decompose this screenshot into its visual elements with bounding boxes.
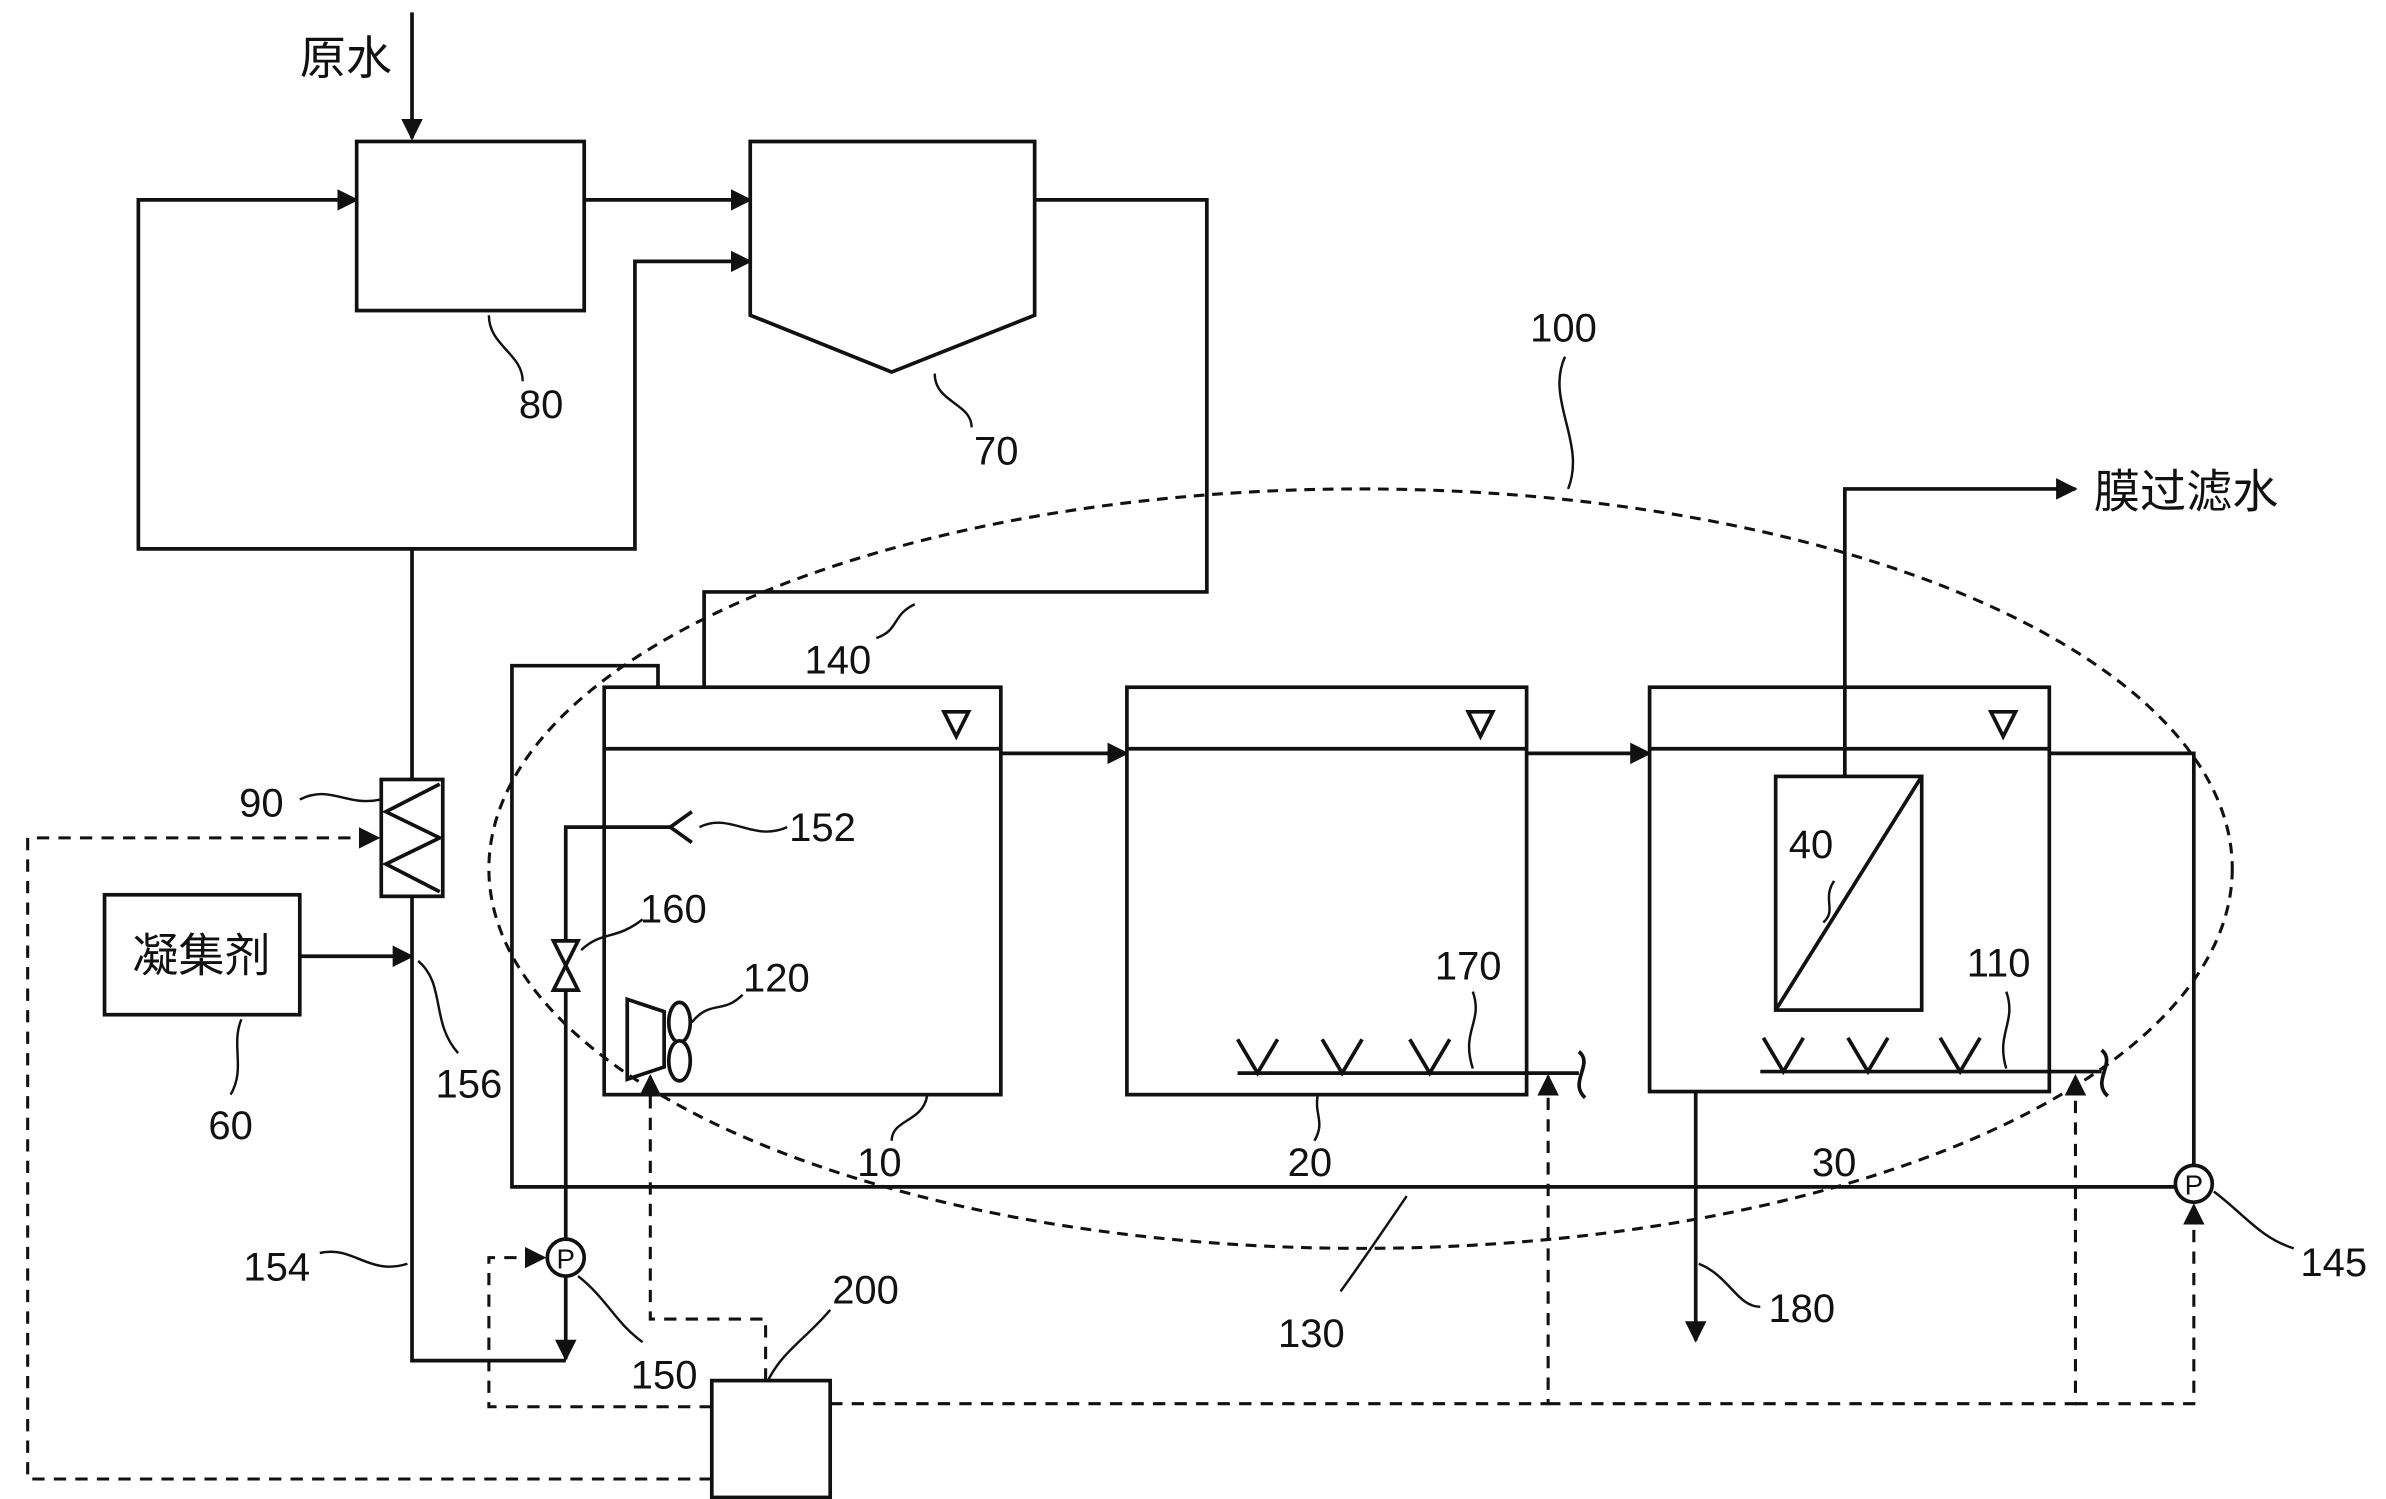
numeral-70: 70 (974, 429, 1018, 473)
tank-10-level-marker (940, 709, 972, 741)
line-30-to-145 (2049, 751, 2196, 1166)
leader-40 (1822, 880, 1836, 924)
numeral-60: 60 (208, 1104, 252, 1148)
leader-100 (1558, 356, 1575, 490)
numeral-180: 180 (1768, 1287, 1835, 1331)
diffuser-170-nozzles (1235, 1038, 1452, 1077)
numeral-152: 152 (789, 806, 856, 850)
leader-140 (875, 603, 916, 640)
diffuser-170-break (1577, 1050, 1587, 1100)
leader-156 (417, 959, 460, 1054)
leader-152 (698, 821, 788, 833)
membrane-filtrate-label: 膜过滤水 (2094, 464, 2278, 518)
pump-150 (545, 1237, 587, 1278)
unit-70-tank (748, 139, 1037, 375)
leader-154 (319, 1250, 408, 1268)
numeral-100: 100 (1530, 306, 1597, 350)
numeral-200: 200 (832, 1269, 899, 1313)
mixer-120-motor (625, 996, 666, 1082)
leader-150 (577, 1275, 644, 1344)
loop-to-80 (136, 189, 413, 551)
numeral-80: 80 (519, 383, 563, 427)
membrane-40-diagonal (1774, 775, 1924, 1012)
unit-80-box (354, 139, 587, 313)
mixer-120-blade-bottom (666, 1038, 693, 1083)
numeral-140: 140 (805, 638, 872, 682)
tank-20-level-marker (1465, 709, 1496, 741)
leader-10 (890, 1095, 929, 1141)
leader-170 (1467, 991, 1477, 1069)
valve-160-bottom (550, 961, 582, 992)
leader-20 (1313, 1095, 1321, 1142)
numeral-40: 40 (1789, 823, 1833, 867)
numeral-160: 160 (640, 887, 707, 931)
valve-160-top (550, 939, 582, 970)
numeral-30: 30 (1812, 1141, 1856, 1185)
line-154-lower (410, 896, 566, 1363)
leader-160 (580, 918, 644, 952)
pump-145-symbol: P (2185, 1170, 2203, 1201)
tank-30-level-marker (1987, 709, 2019, 741)
raw-water-label: 原水 (300, 31, 392, 85)
line-140 (693, 198, 1209, 728)
line-152-upper (563, 825, 671, 941)
signal-to-mixer-120 (639, 1074, 768, 1381)
leader-80 (487, 315, 524, 382)
valve-90-symbol (381, 782, 444, 894)
leader-130 (1339, 1195, 1408, 1293)
leader-90 (299, 792, 382, 803)
numeral-150: 150 (631, 1353, 698, 1397)
tank-20 (1125, 685, 1529, 1097)
diffuser-110-break (2100, 1048, 2110, 1098)
loop-to-70 (412, 250, 753, 551)
membrane-filtrate-line (1843, 478, 2078, 777)
numeral-130: 130 (1278, 1312, 1345, 1356)
numeral-156: 156 (436, 1063, 503, 1107)
numeral-90: 90 (239, 781, 283, 825)
leader-145 (2213, 1190, 2295, 1250)
diffuser-110-nozzles (1761, 1036, 1982, 1076)
signal-to-pump-150 (487, 1246, 712, 1409)
coagulant-label: 凝集剂 (132, 929, 270, 983)
signal-to-diffuser-110 (1548, 1074, 2087, 1406)
leader-120 (690, 993, 744, 1024)
controller-200 (709, 1378, 833, 1499)
signal-to-pump-145 (2075, 1203, 2205, 1406)
numeral-110: 110 (1967, 941, 2031, 985)
system-boundary-100 (487, 487, 2234, 1250)
numeral-20: 20 (1288, 1141, 1332, 1185)
numeral-145: 145 (2300, 1241, 2367, 1285)
numeral-170: 170 (1435, 944, 1502, 988)
pump-145 (2173, 1163, 2215, 1205)
leader-200 (767, 1309, 832, 1380)
signal-to-diffuser-170 (830, 1074, 1559, 1406)
leader-180 (1698, 1262, 1761, 1309)
mixer-120-blade-top (666, 1000, 693, 1045)
leader-70 (933, 373, 973, 428)
numeral-154: 154 (243, 1246, 310, 1290)
pump-150-symbol: P (557, 1243, 575, 1274)
numeral-10: 10 (857, 1141, 901, 1185)
leader-110 (2001, 991, 2011, 1069)
numeral-120: 120 (743, 957, 810, 1001)
leader-60 (229, 1018, 243, 1096)
